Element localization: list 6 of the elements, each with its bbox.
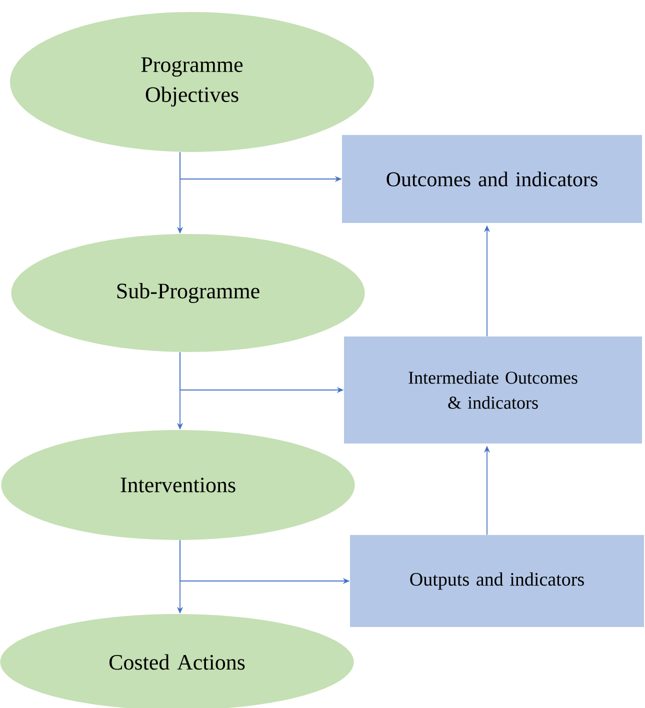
process-box: Outputs and indicators <box>350 535 644 627</box>
process-box: Intermediate Outcomes & indicators <box>344 336 642 444</box>
ellipse-node: Interventions <box>1 430 355 540</box>
ellipse-node: Programme Objectives <box>10 12 374 152</box>
process-box: Outcomes and indicators <box>342 135 642 223</box>
ellipse-node: Sub-Programme <box>11 234 365 352</box>
